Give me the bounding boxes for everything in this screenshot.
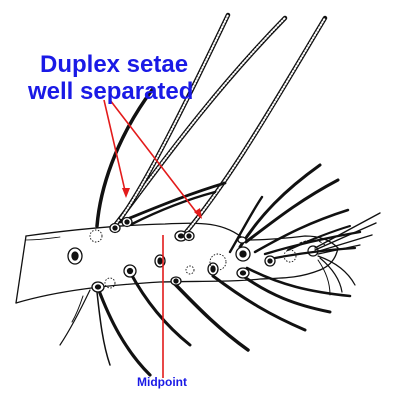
arrowheads xyxy=(122,188,202,219)
pores xyxy=(89,229,297,289)
callout-label-line-2: well separated xyxy=(28,78,194,105)
callout-pointer-lines xyxy=(103,99,201,378)
midpoint-label: Midpoint xyxy=(137,375,187,389)
tarsal-tip-structures xyxy=(299,212,381,296)
setal-sockets xyxy=(67,216,276,293)
callout-label-line-1: Duplex setae xyxy=(40,51,189,78)
lower-setae xyxy=(59,266,352,377)
